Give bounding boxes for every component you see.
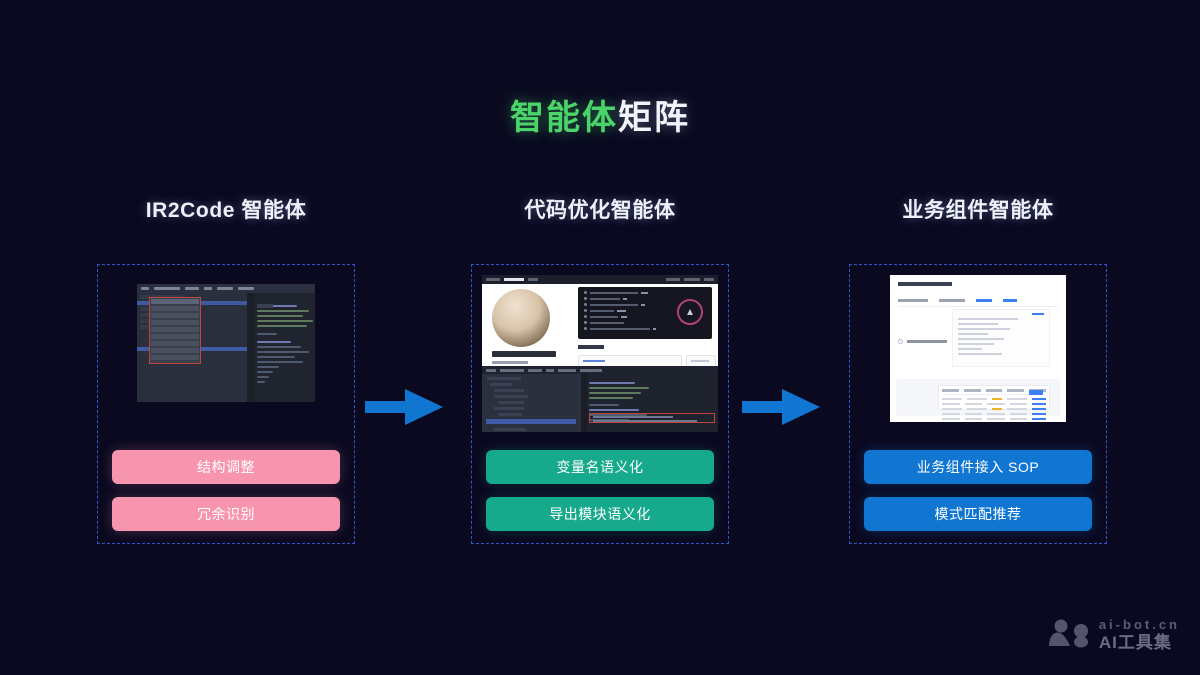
form-preview-card bbox=[952, 309, 1050, 367]
stats-card bbox=[578, 287, 712, 339]
code-editor bbox=[581, 374, 718, 432]
agent-column-business-component: 业务组件智能体 bbox=[849, 196, 1107, 544]
ide-menubar bbox=[482, 366, 718, 375]
column-heading: 代码优化智能体 bbox=[524, 199, 676, 222]
table-row[interactable] bbox=[942, 403, 1046, 405]
ide-preview bbox=[482, 366, 718, 432]
avatar bbox=[492, 289, 550, 347]
profile-name bbox=[492, 351, 556, 357]
table-preview-container bbox=[896, 379, 1060, 420]
page-title-plain: 矩阵 bbox=[618, 99, 690, 137]
radio-icon bbox=[898, 339, 903, 344]
admin-page-title bbox=[898, 282, 952, 286]
data-table[interactable] bbox=[938, 385, 1050, 420]
watermark-name: AI工具集 bbox=[1098, 633, 1172, 653]
screenshot-thumbnail-ide-dropdown[interactable] bbox=[137, 284, 315, 402]
capability-pill[interactable]: 模式匹配推荐 bbox=[864, 497, 1092, 531]
list-item[interactable] bbox=[578, 355, 682, 367]
capability-pill[interactable]: 冗余识别 bbox=[112, 497, 340, 531]
capability-pill-list: 结构调整 冗余识别 bbox=[108, 450, 344, 533]
profile-handle bbox=[492, 361, 528, 364]
radio-option[interactable] bbox=[898, 339, 947, 344]
capability-pill-list: 变量名语义化 导出模块语义化 bbox=[482, 450, 718, 533]
screenshot-thumbnail-admin-table[interactable] bbox=[890, 275, 1066, 422]
watermark: ai-bot.cn AI工具集 bbox=[1048, 617, 1180, 653]
table-row[interactable] bbox=[942, 398, 1046, 400]
column-heading: 业务组件智能体 bbox=[902, 199, 1054, 222]
capability-pill[interactable]: 导出模块语义化 bbox=[486, 497, 714, 531]
watermark-domain: ai-bot.cn bbox=[1098, 617, 1180, 633]
highlighted-code-line bbox=[589, 412, 715, 423]
flow-arrow-right-2 bbox=[742, 387, 820, 427]
capability-pill[interactable]: 变量名语义化 bbox=[486, 450, 714, 484]
ide-code-pane bbox=[247, 293, 315, 402]
agent-panel: 业务组件接入 SOP 模式匹配推荐 bbox=[849, 264, 1107, 544]
ide-sidebar bbox=[137, 293, 248, 402]
ai-bot-logo-icon bbox=[1048, 618, 1090, 653]
screenshot-thumbnail-profile-ide[interactable] bbox=[482, 275, 718, 432]
page-title-accent: 智能体 bbox=[510, 99, 618, 137]
ide-body bbox=[137, 293, 315, 402]
primary-action-button[interactable] bbox=[1029, 390, 1043, 395]
section-label bbox=[578, 345, 604, 349]
ide-dropdown-menu-highlight[interactable] bbox=[149, 297, 201, 364]
file-tree[interactable] bbox=[482, 374, 582, 432]
admin-tab-bar[interactable] bbox=[898, 295, 1058, 307]
table-row[interactable] bbox=[942, 418, 1046, 420]
progress-gauge bbox=[677, 299, 703, 325]
agent-column-code-optimization: 代码优化智能体 bbox=[471, 196, 729, 544]
flow-arrow-right-1 bbox=[365, 387, 443, 427]
column-heading: IR2Code 智能体 bbox=[145, 199, 307, 222]
list-item[interactable] bbox=[686, 355, 716, 367]
page-title: 智能体矩阵 bbox=[0, 98, 1200, 139]
profile-navbar bbox=[482, 275, 718, 284]
table-row[interactable] bbox=[942, 408, 1046, 410]
ide-menubar bbox=[137, 284, 315, 293]
capability-pill[interactable]: 结构调整 bbox=[112, 450, 340, 484]
table-row[interactable] bbox=[942, 413, 1046, 415]
agent-panel: 结构调整 冗余识别 bbox=[97, 264, 355, 544]
capability-pill[interactable]: 业务组件接入 SOP bbox=[864, 450, 1092, 484]
agent-panel: 变量名语义化 导出模块语义化 bbox=[471, 264, 729, 544]
capability-pill-list: 业务组件接入 SOP 模式匹配推荐 bbox=[860, 450, 1096, 533]
profile-page-preview bbox=[482, 275, 718, 367]
agent-column-ir2code: IR2Code 智能体 bbox=[97, 196, 355, 544]
